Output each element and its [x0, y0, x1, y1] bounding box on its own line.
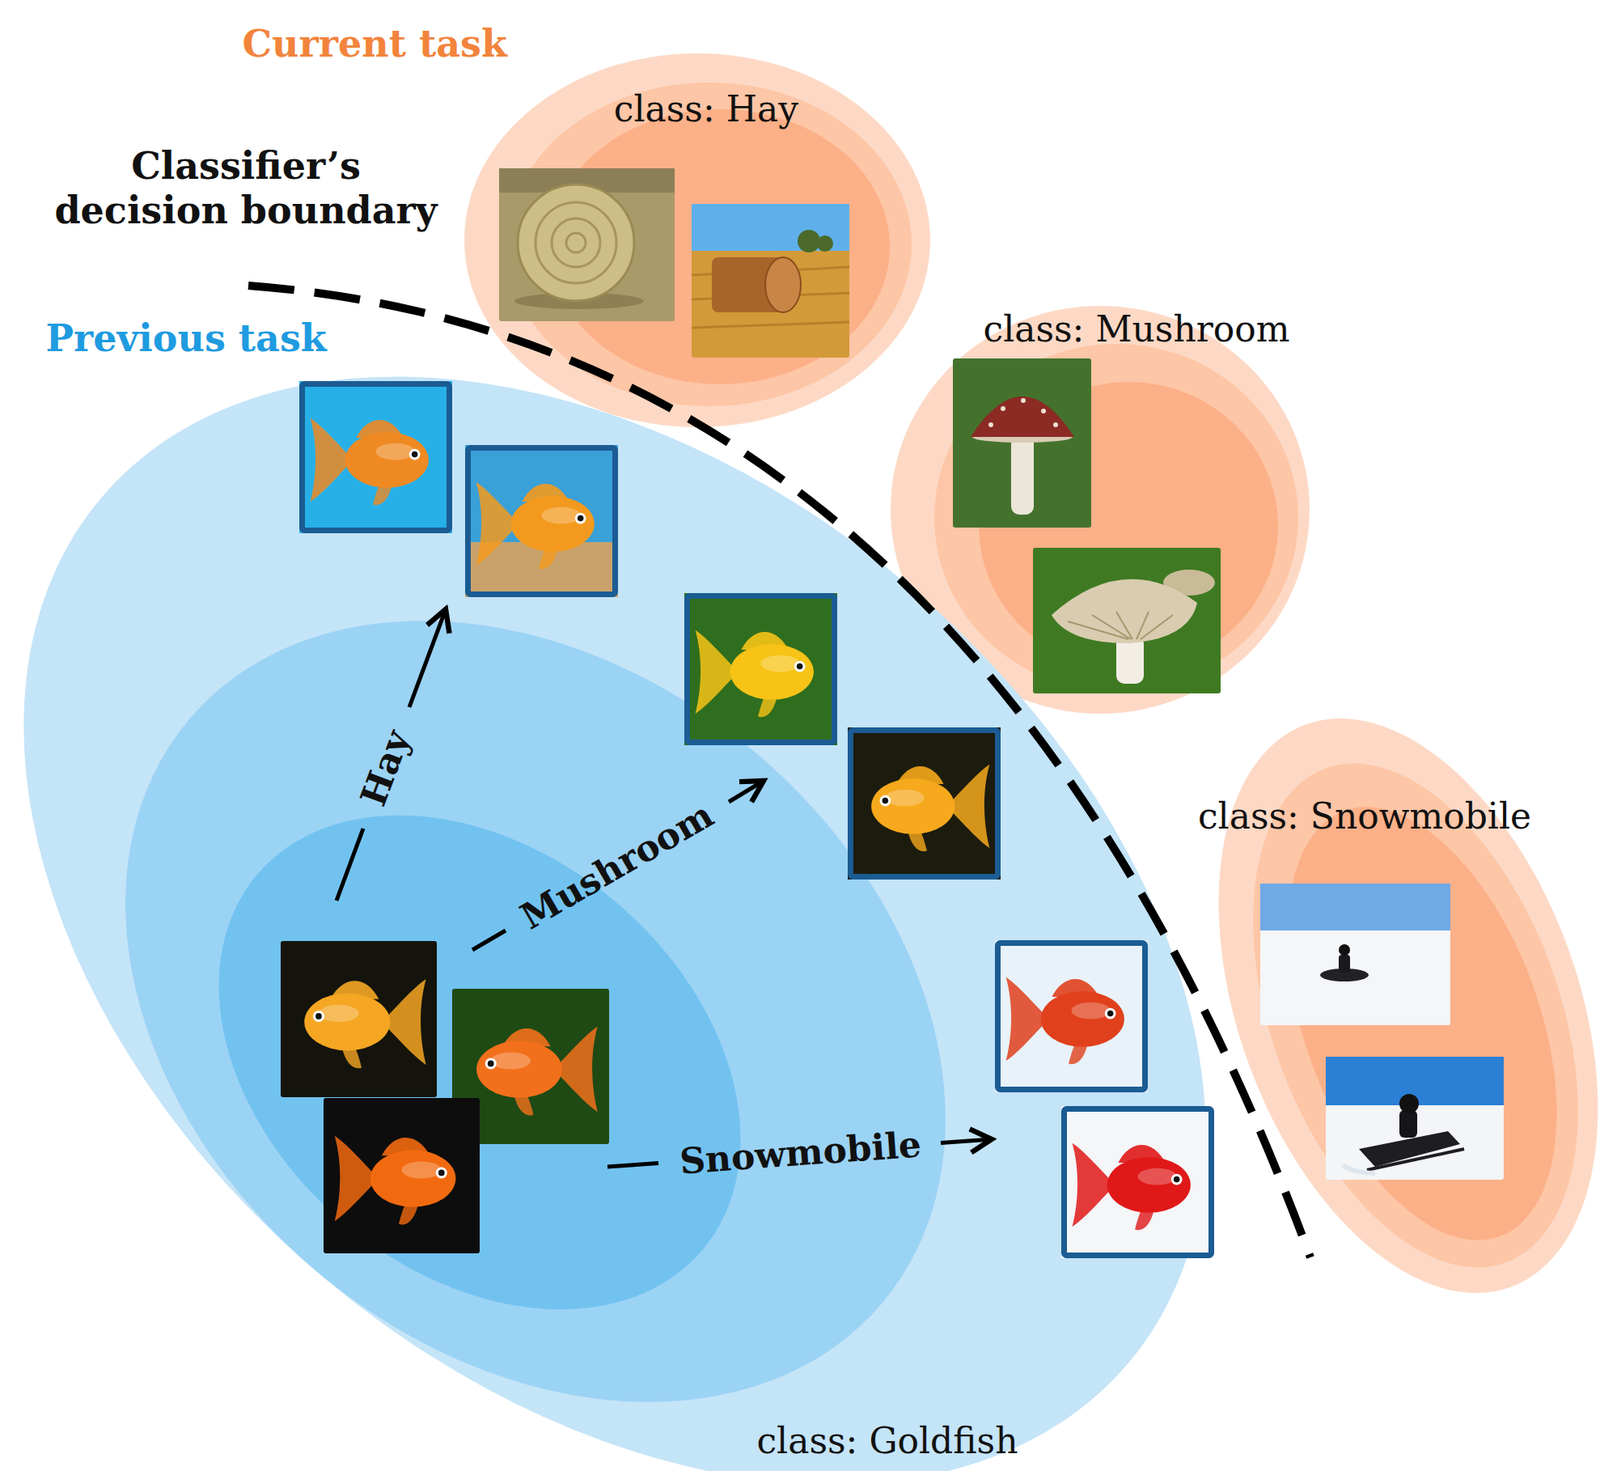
class-label: class: Goldfish: [756, 1419, 1018, 1463]
bale-spiral: [535, 202, 617, 284]
tile-border: [998, 943, 1146, 1090]
goldfish: [1006, 977, 1125, 1064]
region-layer: [0, 459, 1101, 1471]
tile-border: [302, 384, 450, 531]
tile-border: [468, 448, 616, 595]
region-layer: [464, 53, 931, 428]
rider: [1338, 954, 1351, 973]
region-layer: [550, 109, 890, 385]
photo-sky: [691, 203, 850, 251]
photo-ground: [1032, 547, 1221, 694]
bale-spiral: [566, 232, 586, 253]
mushroom-photo: [952, 358, 1092, 528]
region-layer: [1190, 719, 1600, 1313]
region-layers: [464, 53, 931, 428]
goldfish: [310, 418, 429, 505]
goldfish-photo: [323, 1097, 480, 1253]
tile-ground: [1061, 1105, 1215, 1258]
hay-photo: [499, 168, 675, 322]
mushroom-gills: [1067, 611, 1173, 640]
class-region: class: Snowmobile: [1189, 711, 1600, 1299]
mushroom-stem: [1011, 433, 1034, 515]
cap-dot: [1041, 408, 1046, 414]
tile-ground: [684, 592, 838, 745]
snow-spray: [1342, 1164, 1376, 1173]
snowmobile-photo: [1260, 883, 1451, 1025]
task-heading: Previous task: [46, 316, 327, 361]
class-label: class: Hay: [613, 88, 799, 132]
class-label: class: Mushroom: [983, 308, 1291, 352]
photo-ground: [323, 1097, 480, 1253]
cap-dot: [988, 422, 994, 428]
photo-field: [691, 203, 850, 358]
region-layer: [507, 82, 912, 407]
tile-border: [1064, 1108, 1212, 1256]
goldfish: [334, 1135, 457, 1225]
region-outline: [885, 299, 1315, 720]
boundary-label: Classifier’s decision boundary: [46, 143, 447, 233]
tile-ground: [847, 727, 1001, 880]
region-layer: [0, 152, 1421, 1471]
tile-ground: [465, 444, 618, 597]
goldfish-tile: [847, 727, 1001, 880]
bale-face: [765, 257, 801, 313]
mushroom-cap: [1051, 579, 1198, 644]
photo-sky: [1260, 883, 1451, 931]
task-heading: Current task: [242, 21, 508, 67]
goldfish: [1072, 1142, 1191, 1230]
region-layer: [1146, 665, 1600, 1345]
class-region: class: Hay: [452, 48, 939, 433]
goldfish-tile: [299, 380, 453, 534]
goldfish: [476, 482, 595, 569]
photo-snow: [1325, 1056, 1504, 1180]
class-region: class: Mushroom: [885, 299, 1315, 720]
cap-dot: [1020, 397, 1026, 403]
snowmobile-photo: [1325, 1056, 1504, 1180]
region-layers: [1146, 665, 1600, 1345]
tree: [797, 229, 821, 253]
bale-spiral: [551, 218, 601, 267]
region-layer: [978, 381, 1279, 670]
mushroom-photo: [1032, 547, 1221, 694]
mushroom-cap: [970, 396, 1075, 437]
region-layers: [0, 152, 1421, 1471]
goldfish-tile: [1061, 1105, 1215, 1258]
goldfish: [695, 630, 814, 717]
tile-ground: [994, 939, 1148, 1093]
goldfish-tile: [684, 592, 838, 745]
rider: [1399, 1109, 1418, 1138]
photo-ground: [280, 940, 437, 1097]
snowmobile-ski: [1367, 1148, 1465, 1170]
photo-ground: [499, 168, 675, 322]
region-outline: [0, 376, 1214, 1471]
region-layer: [934, 343, 1299, 692]
tree: [816, 235, 834, 252]
tile-ground: [299, 380, 453, 534]
class-label: class: Snowmobile: [1197, 795, 1532, 839]
rider-head: [1399, 1093, 1419, 1114]
rider-head: [1338, 943, 1351, 956]
tile-border: [687, 596, 835, 743]
goldfish: [871, 764, 990, 851]
region-layer: [1234, 770, 1600, 1276]
goldfish-photo: [280, 940, 437, 1097]
photo-snow: [1260, 883, 1451, 1025]
goldfish: [476, 1026, 598, 1116]
tile-border: [850, 730, 999, 877]
hay-photo: [691, 203, 850, 358]
class-region: class: Goldfish: [0, 376, 1214, 1471]
goldfish-tile: [994, 939, 1148, 1093]
photo-ground: [952, 358, 1092, 528]
region-layer: [121, 713, 839, 1410]
goldfish-tile: [465, 444, 618, 597]
goldfish: [304, 978, 426, 1068]
cap-dot: [1000, 406, 1006, 411]
hay-bale: [517, 184, 635, 301]
cap-dot: [1053, 422, 1059, 428]
